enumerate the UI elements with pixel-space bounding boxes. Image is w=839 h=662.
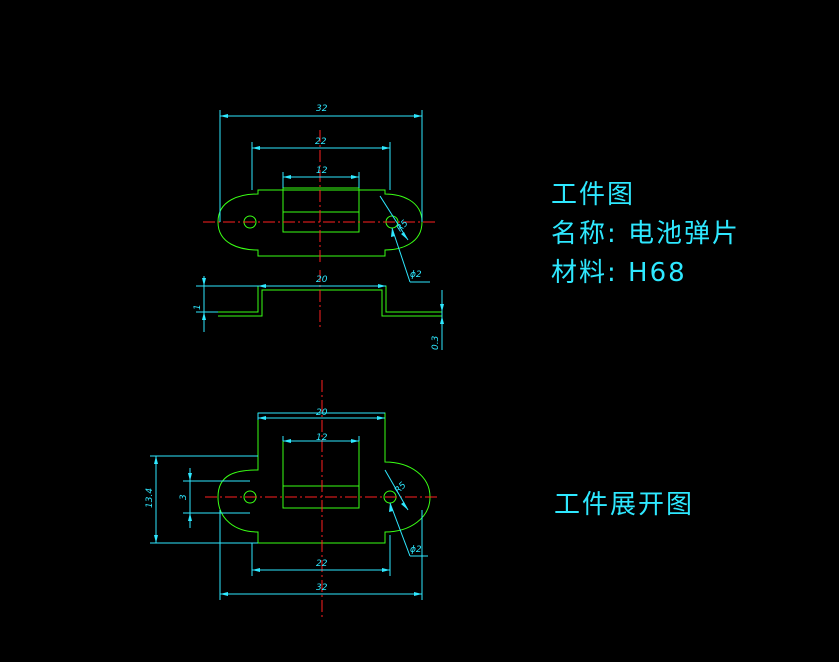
side-view: 20 1 0.3 [193,270,444,350]
dim-top-12: 12 [316,166,328,176]
dim-unfold-phi2: ϕ2 [410,545,422,555]
part-name-line: 名称: 电池弹片 [551,219,741,249]
dim-side-1: 1 [193,304,203,310]
unfold-view-slot [282,440,360,509]
unfold-view-outline [217,412,431,544]
unfold-view: 20 12 13.4 3 R5 ϕ2 [145,380,440,620]
dim-unfold-20: 20 [316,408,328,418]
dim-unfold-13-4: 13.4 [145,488,155,508]
dim-top-32: 32 [316,104,328,114]
side-view-profile [218,285,442,317]
drawing-label: 工件图 [551,180,636,210]
top-view: 32 22 12 R5 ϕ2 [203,104,438,283]
material-line: 材料: H68 [551,258,687,288]
dim-unfold-3: 3 [179,494,189,500]
dim-unfold-12: 12 [316,433,328,443]
dim-side-0-3: 0.3 [431,335,441,350]
top-view-slot [282,187,360,233]
dim-top-phi2: ϕ2 [410,270,422,280]
dim-unfold-32: 32 [316,583,328,593]
dim-unfold-22: 22 [316,559,328,569]
top-view-outline [217,189,423,257]
dim-side-20: 20 [316,275,328,285]
dim-top-22: 22 [315,137,327,147]
unfold-drawing-label: 工件展开图 [554,490,695,520]
